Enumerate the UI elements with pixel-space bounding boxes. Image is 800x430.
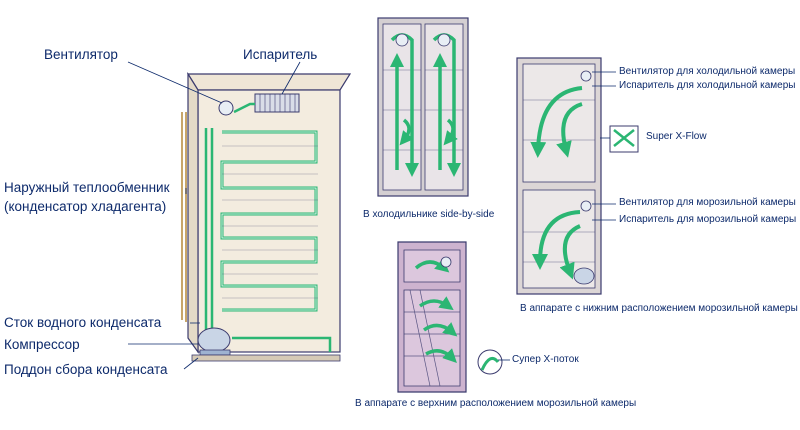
- bottom-freezer-fridge: [516, 57, 639, 295]
- fan-icon: [218, 100, 234, 116]
- evaporator-label: Испаритель: [243, 47, 318, 62]
- freezer-fan-label: Вентилятор для морозильной камеры: [619, 197, 796, 208]
- evaporator-fins: [259, 94, 296, 112]
- condenser-label-line1: Наружный теплообменник: [4, 180, 170, 195]
- bottom-pipe: [232, 336, 332, 352]
- fridge-side: [187, 71, 199, 354]
- drip-tray: [191, 354, 341, 362]
- super-xpotok-label: Супер X-поток: [512, 354, 579, 365]
- right-leader-lines: [592, 71, 616, 221]
- fridge-evap-label: Испаритель для холодильной камеры: [619, 80, 796, 91]
- freezer-evap-label: Испаритель для морозильной камеры: [619, 214, 797, 225]
- fan-label: Вентилятор: [44, 47, 118, 62]
- fridge-fan-label: Вентилятор для холодильной камеры: [619, 66, 796, 77]
- evaporator-block: [254, 93, 300, 113]
- caption-top-freezer: В аппарате с верхним расположением мороз…: [355, 398, 637, 409]
- super-xpotok-icon: [477, 349, 503, 375]
- compressor-icon: [197, 327, 231, 353]
- main-fridge: [181, 71, 352, 362]
- super-xflow-label: Super X-Flow: [646, 131, 707, 142]
- shelves: [222, 145, 318, 299]
- leader-lines: [127, 61, 301, 370]
- condenser-label-line2: (конденсатор хладагента): [4, 199, 167, 214]
- side-by-side-fridge: [377, 17, 469, 197]
- compressor-label: Компрессор: [4, 337, 80, 352]
- fridge-body: [197, 89, 341, 353]
- fridge-top: [186, 73, 352, 91]
- caption-bottom-freezer: В аппарате с нижним расположением морози…: [520, 303, 798, 314]
- back-pipe: [204, 128, 214, 330]
- top-freezer-fridge: [397, 241, 510, 393]
- caption-side-by-side: В холодильнике side-by-side: [363, 209, 495, 220]
- condenser-pipe: [181, 112, 187, 322]
- drip-tray-label: Поддон сбора конденсата: [4, 362, 168, 377]
- drain-label: Сток водного конденсата: [4, 315, 162, 330]
